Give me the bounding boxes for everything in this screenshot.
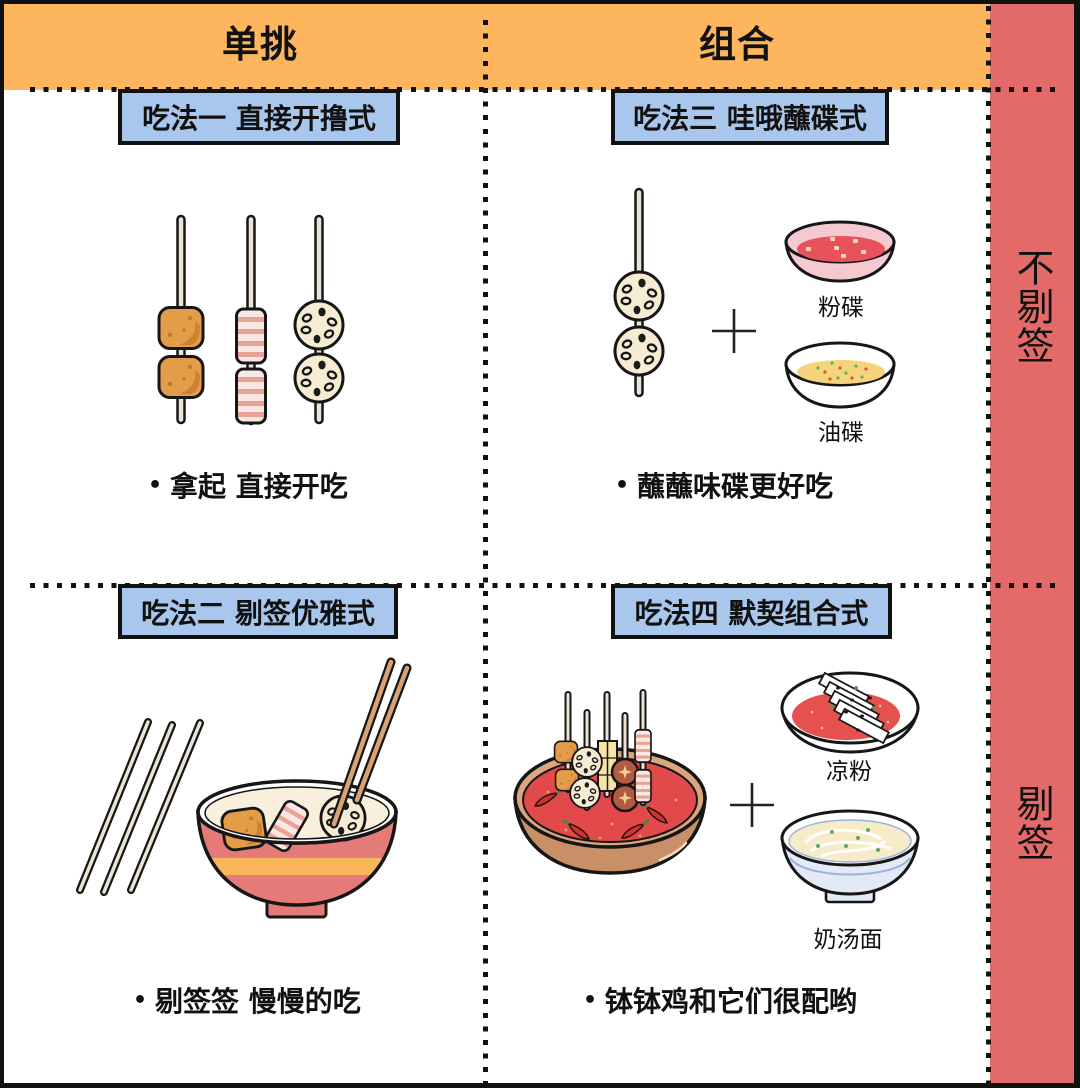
bullet-icon: • [615,472,630,498]
method-title-2: 吃法二 剔签优雅式 [118,584,398,639]
method-title-3: 吃法三 哇哦蘸碟式 [611,89,889,145]
description-text: 拿起 直接开吃 [170,470,348,503]
divider-dotted-side [986,6,991,1088]
caption-cold-jelly-noodles: 凉粉 [826,759,872,785]
row-label-skewer-removal: 剔签 [1010,784,1054,862]
bullet-icon: • [583,987,598,1013]
header-band [0,0,990,90]
rice-bowl-icon [196,779,398,919]
chopsticks-icon [329,657,412,829]
description-text: 剔签签 慢慢的吃 [155,985,361,1018]
bullet-icon: • [133,987,148,1013]
cold-jelly-noodles-plate-icon [780,671,920,754]
caption-chili-powder-dip: 粉碟 [818,295,864,321]
divider-dotted-center [483,20,488,1088]
skewer-fishball-icon [157,214,205,425]
method-title-text: 吃法二 剔签优雅式 [141,596,375,630]
plus-icon [712,309,756,353]
method-title-text: 吃法四 默契组合式 [634,596,869,630]
caption-milk-broth-noodles: 奶汤面 [813,927,883,953]
method-description-4: • 钵钵鸡和它们很配哟 [583,980,857,1020]
side-band [990,0,1080,1088]
divider-dotted-top [30,87,1056,92]
column-header-combo: 组合 [699,23,775,66]
bullet-icon: • [148,472,163,498]
method-title-1: 吃法一 直接开撸式 [118,89,400,145]
description-text: 钵钵鸡和它们很配哟 [605,985,858,1018]
divider-dotted-middle [30,583,1056,588]
chili-powder-dip-bowl-icon [784,220,896,283]
method-title-text: 吃法三 哇哦蘸碟式 [633,102,867,135]
column-header-single: 单挑 [222,23,298,66]
method-description-1: • 拿起 直接开吃 [148,465,348,505]
plus-icon [730,783,774,827]
oil-dip-bowl-icon [784,341,896,409]
method-title-4: 吃法四 默契组合式 [611,584,892,639]
caption-oil-dip: 油碟 [818,420,864,446]
milk-broth-noodle-bowl-icon [780,809,920,904]
empty-skewer-sticks-icon [76,718,204,896]
skewer-pork-belly-icon [235,214,267,426]
method-description-2: • 剔签签 慢慢的吃 [133,980,361,1020]
skewer-lotus-root-icon [613,187,665,398]
skewer-lotus-root-icon [293,214,345,425]
method-description-3: • 蘸蘸味碟更好吃 [615,465,833,505]
method-title-text: 吃法一 直接开撸式 [142,102,376,135]
bobo-chicken-pot-icon [513,689,707,875]
row-label-no-skewer-removal: 不剔签 [1010,248,1054,365]
description-text: 蘸蘸味碟更好吃 [637,470,834,503]
